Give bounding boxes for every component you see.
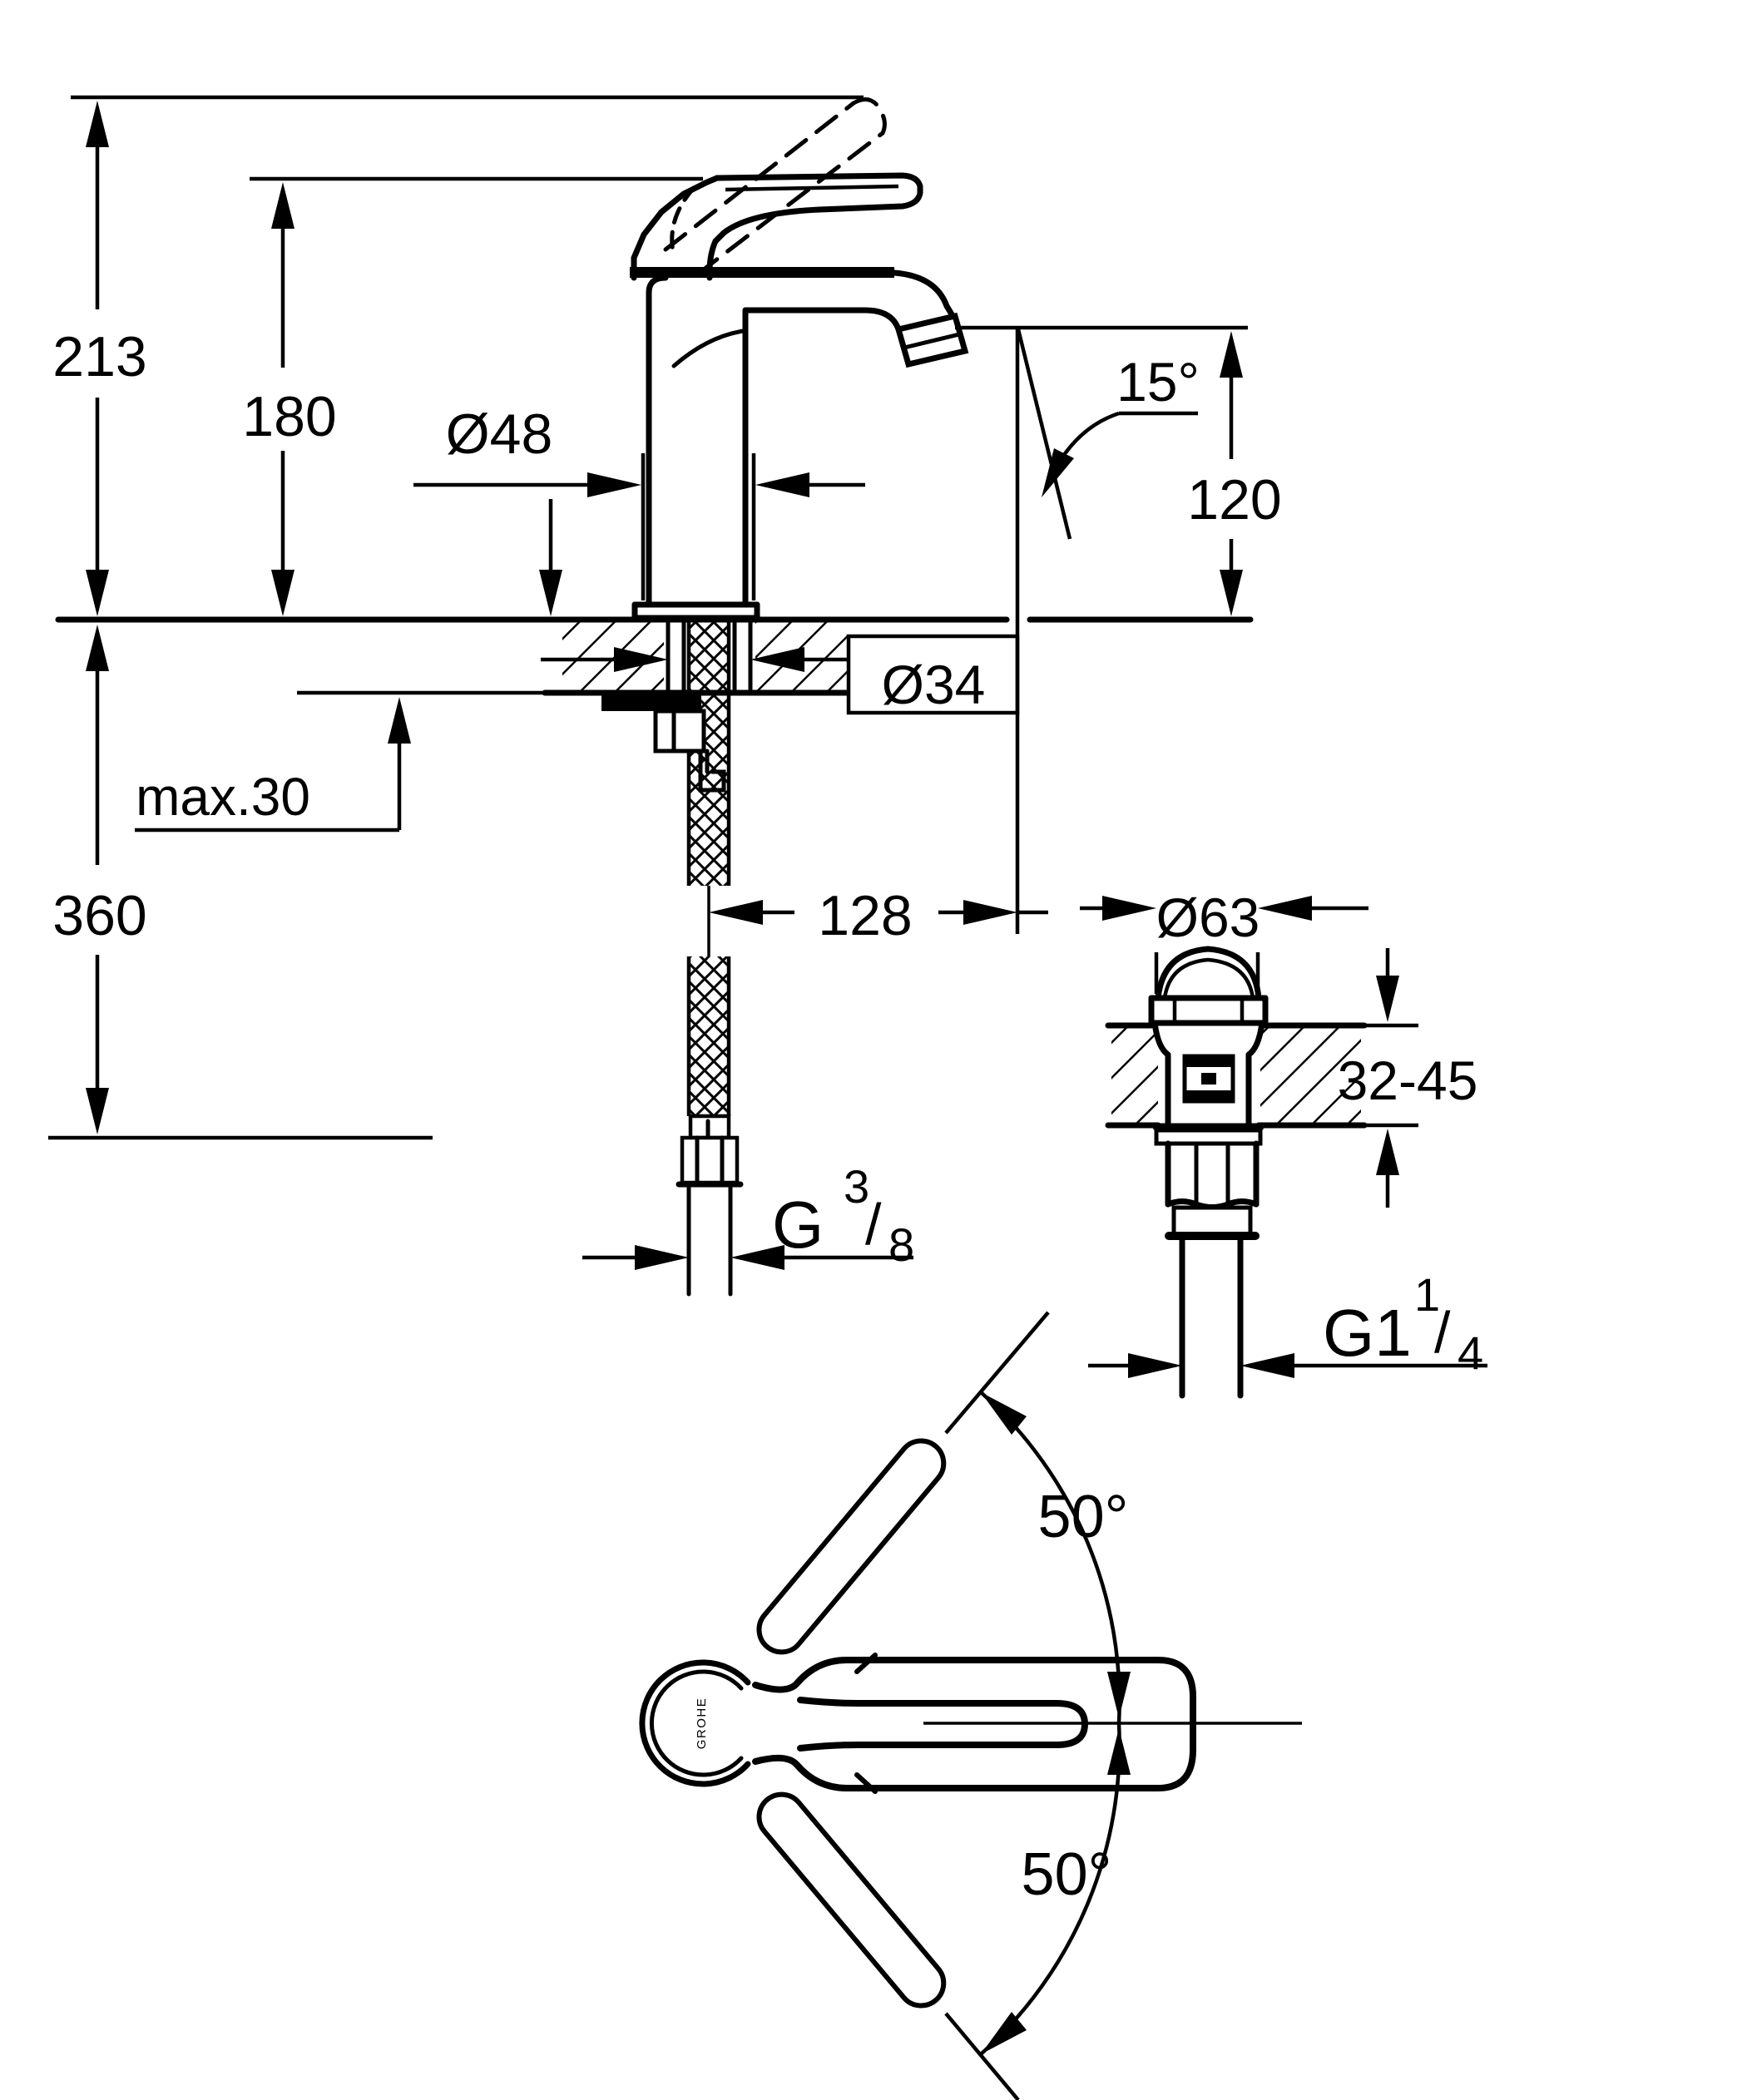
dim-supply-thread: G 3 / 8 (582, 1160, 914, 1271)
hose-nut (680, 1135, 740, 1185)
plan-view-handle: GROHE 50° 50° (639, 1311, 1302, 2100)
dim-label-120: 120 (1187, 468, 1281, 531)
thread-label-g114-slash: / (1434, 1300, 1451, 1365)
dim-label-d48: Ø48 (446, 403, 553, 466)
valve-ring-inner (649, 1669, 744, 1777)
dim-swing-lower: 50° (979, 1722, 1131, 2056)
dim-label-max30: max.30 (136, 767, 310, 827)
plan-lever-down-extension (944, 2012, 1020, 2100)
thread-label-g38-slash: / (865, 1192, 882, 1257)
waste-deck-section (1105, 1022, 1418, 1129)
dim-spout-angle: 15° (955, 325, 1248, 934)
body-neck-curve (671, 329, 745, 368)
waste-cap (1148, 946, 1269, 1026)
thread-label-g38-den: 8 (888, 1218, 914, 1271)
spout-underside (742, 307, 902, 333)
thread-label-g114-num: 1 (1414, 1268, 1440, 1321)
dim-label-15deg: 15° (1116, 351, 1200, 413)
dim-spout-height: 120 (1187, 331, 1282, 616)
mounting-hook (698, 749, 726, 793)
dim-spout-reach: 128 (709, 884, 1048, 947)
label-box-d34 (846, 634, 1020, 715)
dim-label-128: 128 (818, 884, 912, 947)
dim-label-50deg-upper: 50° (1038, 1484, 1129, 1550)
mounting-block (653, 709, 706, 754)
thread-label-g38-prefix: G (772, 1188, 824, 1262)
dim-body-diameter: Ø48 (413, 403, 865, 616)
dim-label-50deg-lower: 50° (1022, 1841, 1112, 1908)
dim-label-d34: Ø34 (882, 654, 986, 715)
dim-hole-diameter: Ø34 (541, 634, 1020, 715)
dim-max-deck-thickness: max.30 (135, 697, 411, 833)
mounting-washer (601, 693, 701, 711)
thread-label-g114-prefix: G1 (1323, 1296, 1412, 1370)
dim-overall-height: 213 (52, 101, 147, 616)
plan-lever-down (756, 1791, 947, 2009)
dim-label-180: 180 (242, 385, 336, 448)
plan-lever-up-extension (944, 1311, 1050, 1435)
countertop-section (55, 616, 1254, 696)
dim-below-deck-depth: 360 (48, 625, 433, 1140)
dim-label-d63: Ø63 (1156, 887, 1260, 948)
pivot-dome (631, 175, 720, 281)
valve-ring-outer (639, 1659, 751, 1787)
plan-lever-up (756, 1438, 947, 1655)
handle-lever (712, 172, 923, 245)
body-left-edge (646, 274, 669, 608)
dim-body-height: 180 (242, 182, 337, 616)
thread-label-g114-den: 4 (1458, 1327, 1483, 1379)
handle-lever-raised-ghost (663, 97, 887, 277)
fastening-set (601, 693, 726, 793)
dim-waste-thread: G1 1 / 4 (1088, 1268, 1487, 1379)
faucet-body (630, 97, 969, 621)
dim-label-3245: 32-45 (1338, 1050, 1478, 1111)
dim-swing-upper: 50° (979, 1391, 1131, 1724)
brand-mark: GROHE (695, 1697, 709, 1750)
waste-body (1151, 1020, 1265, 1399)
side-view-faucet: 213 180 360 Ø48 (48, 95, 1282, 1297)
plan-lever-center (752, 1653, 1302, 1794)
waste-view: Ø63 (1080, 887, 1487, 1399)
stream-angled-ref (1016, 329, 1072, 540)
spout-outlet (894, 312, 969, 368)
dim-label-360: 360 (52, 884, 146, 947)
dim-cap-diameter: Ø63 (1080, 887, 1368, 994)
spout-right-edge (891, 269, 959, 324)
mounting-shank (666, 617, 753, 695)
spout-top-bar (630, 267, 894, 278)
dim-deck-range: 32-45 (1338, 948, 1478, 1208)
lever-face-line (725, 184, 899, 192)
thread-label-g38-num: 3 (844, 1160, 869, 1213)
dim-label-213: 213 (52, 325, 146, 388)
